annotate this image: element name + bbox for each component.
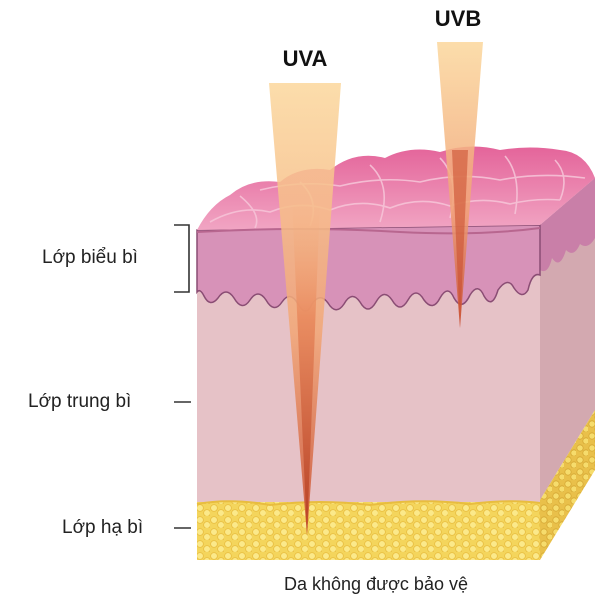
epidermis-bracket: [174, 224, 190, 293]
epidermis-label: Lớp biểu bì: [42, 247, 138, 268]
uvb-label: UVB: [435, 6, 481, 31]
uvb-ray: [437, 42, 483, 328]
side-fat: [540, 410, 595, 560]
caption: Da không được bảo vệ: [284, 574, 468, 594]
dermis-label: Lớp trung bì: [28, 391, 131, 412]
uva-ray: [269, 83, 341, 535]
hypodermis-label: Lớp hạ bì: [62, 517, 143, 538]
side-face: [540, 178, 595, 560]
uvb-beam-core: [452, 150, 468, 328]
epidermis-layer: [196, 224, 541, 312]
side-epidermis: [540, 178, 595, 272]
hypodermis-layer: [197, 502, 540, 560]
uva-beam-core: [292, 200, 320, 535]
uva-label: UVA: [283, 46, 328, 71]
